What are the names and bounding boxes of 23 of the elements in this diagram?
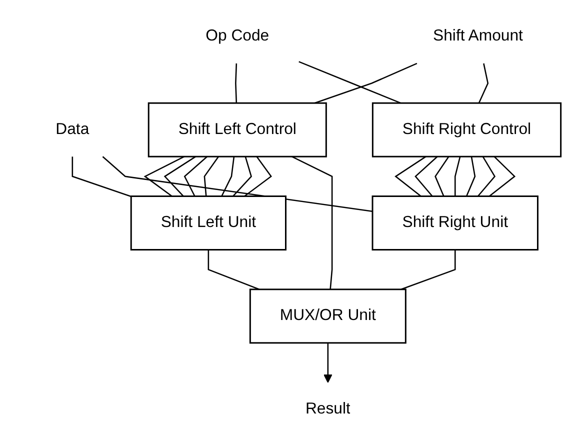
connector xyxy=(478,63,489,104)
connector xyxy=(221,156,235,197)
connector xyxy=(292,156,333,290)
node-box: Shift Left Control xyxy=(148,102,328,158)
connector xyxy=(235,63,238,104)
connector xyxy=(102,156,373,212)
node-text: Op Code xyxy=(206,28,270,45)
node-box: Shift Right Unit xyxy=(372,196,539,250)
connector xyxy=(72,156,132,198)
connector xyxy=(400,250,456,290)
connector xyxy=(454,156,461,196)
node-box: Shift Left Unit xyxy=(130,196,287,250)
node-text: Result xyxy=(306,400,351,418)
node-box: MUX/OR Unit xyxy=(250,288,407,344)
node-text: Data xyxy=(56,120,90,138)
arrow xyxy=(324,342,332,383)
connector xyxy=(298,61,402,104)
connector xyxy=(466,156,476,196)
node-box: Shift Right Control xyxy=(372,102,562,158)
connector xyxy=(314,62,418,104)
connector xyxy=(208,250,260,290)
connector xyxy=(204,156,220,196)
node-text: Shift Amount xyxy=(433,28,524,45)
